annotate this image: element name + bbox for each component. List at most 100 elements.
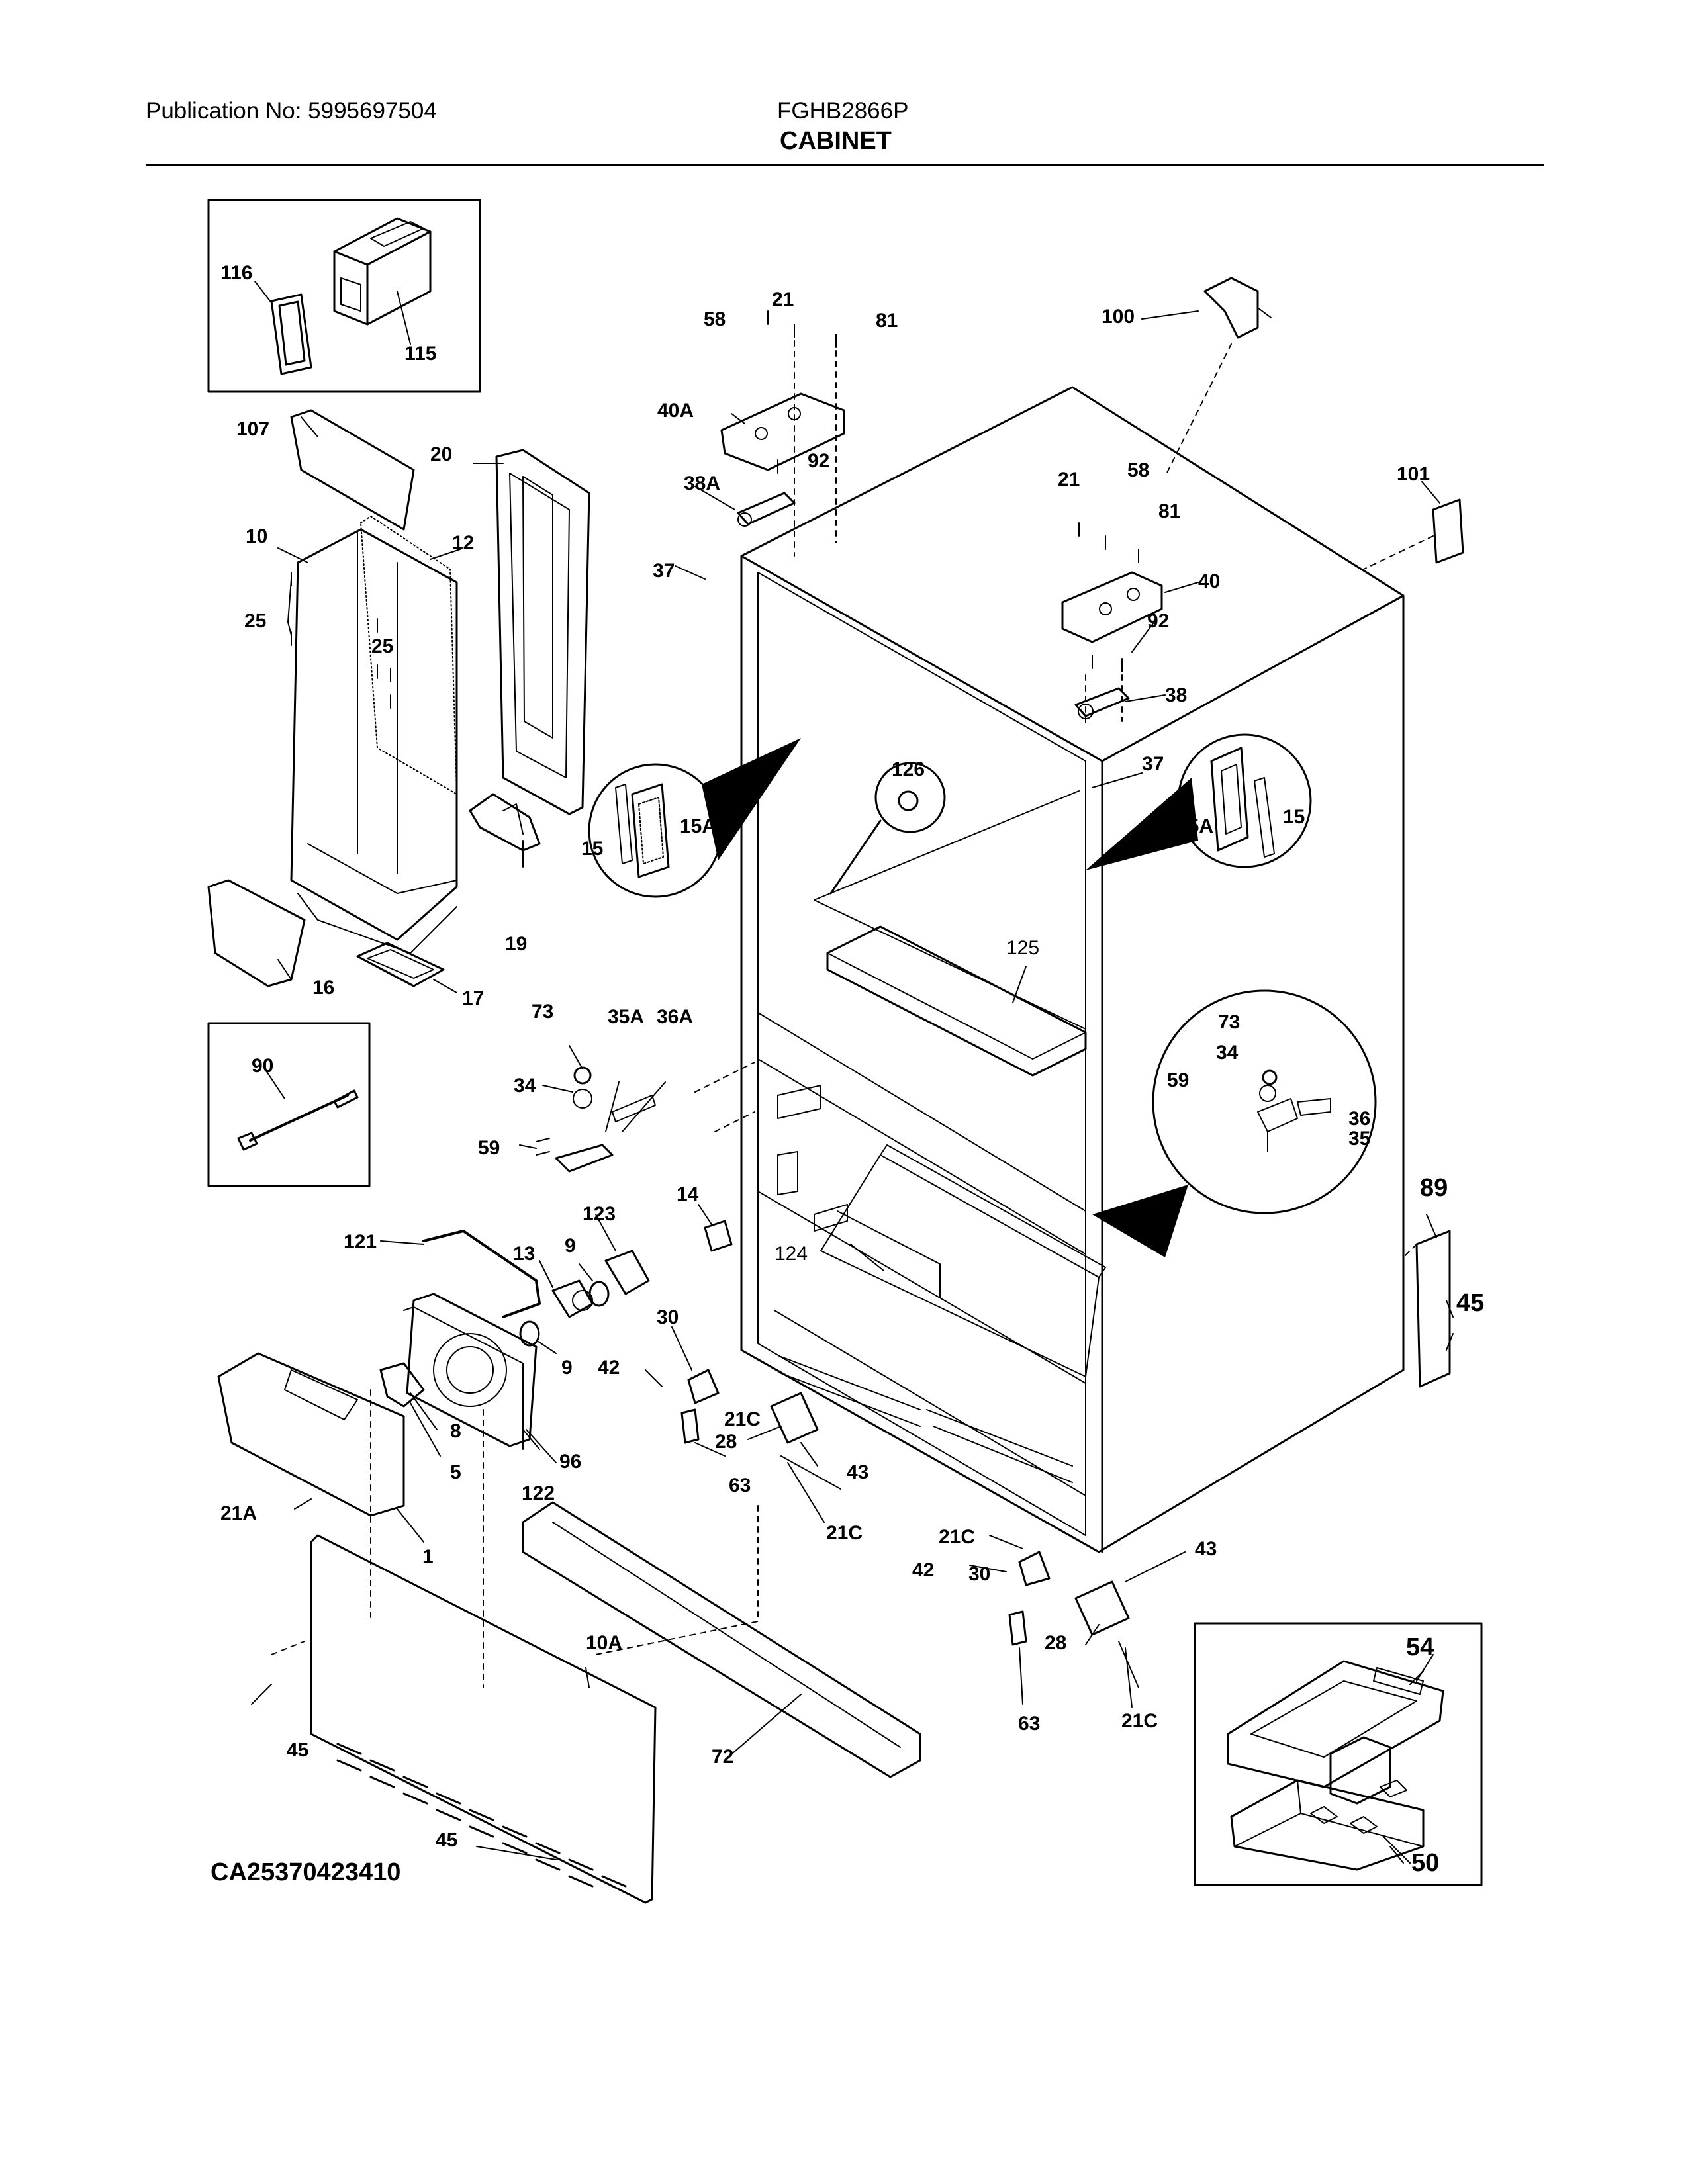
part-96-seal <box>403 1306 524 1450</box>
callout-19: 19 <box>505 933 528 955</box>
part-12-insulation <box>360 516 457 795</box>
callout-107: 107 <box>236 418 270 440</box>
callout-13: 13 <box>513 1243 536 1265</box>
callout-63-left: 63 <box>729 1475 751 1496</box>
mullion-brackets <box>777 1085 848 1232</box>
part-40-hinge-cover <box>1061 571 1163 643</box>
part-54-tray <box>1227 1660 1444 1788</box>
callout-122: 122 <box>522 1482 555 1504</box>
callout-30-left: 30 <box>657 1306 679 1328</box>
callout-42-right: 42 <box>912 1559 935 1581</box>
callout-123: 123 <box>583 1203 616 1225</box>
part-10-evaporator-cover <box>290 528 458 954</box>
callout-81-right: 81 <box>1158 500 1181 522</box>
screws-top <box>767 310 1139 672</box>
callout-20: 20 <box>430 443 453 465</box>
callout-10: 10 <box>246 525 268 547</box>
callout-21C-d: 21C <box>1121 1710 1158 1732</box>
callout-63-right: 63 <box>1018 1713 1041 1735</box>
callout-45-left: 45 <box>287 1739 309 1761</box>
part-14-bracket <box>704 1220 733 1252</box>
part-121-rod <box>422 1230 541 1318</box>
inset-box-50-54 <box>1194 1622 1483 1886</box>
callout-5: 5 <box>450 1461 461 1483</box>
callout-90: 90 <box>252 1055 274 1077</box>
callout-36: 36 <box>1348 1108 1371 1130</box>
callout-89: 89 <box>1420 1174 1448 1202</box>
callout-40A: 40A <box>657 400 694 422</box>
callout-42-left: 42 <box>598 1357 620 1379</box>
part-17-tray <box>356 942 445 987</box>
part-19-damper <box>469 793 541 852</box>
callout-28-right: 28 <box>1045 1632 1067 1654</box>
detail-circle-15-left <box>588 738 801 898</box>
callout-38A: 38A <box>684 473 721 494</box>
part-16-cover <box>207 879 306 987</box>
callout-8: 8 <box>450 1420 461 1442</box>
callout-leaders <box>251 310 1454 1864</box>
part-28-bottom-hinge-left <box>770 1392 819 1444</box>
detail-circle-15-right <box>1086 733 1312 870</box>
part-9-grommets <box>519 1281 610 1347</box>
callout-21C-a: 21C <box>724 1408 761 1430</box>
inset-box-90 <box>207 1022 371 1187</box>
part-20-air-duct <box>495 449 590 815</box>
callout-21-right: 21 <box>1058 469 1080 490</box>
callout-14: 14 <box>677 1183 699 1205</box>
callout-92-left: 92 <box>808 450 830 472</box>
callout-25-left: 25 <box>244 610 267 632</box>
inset-box-115-116 <box>207 199 481 393</box>
drawing-number: CA25370423410 <box>211 1858 401 1886</box>
part-1-condenser-bracket <box>217 1352 405 1517</box>
callout-34-left: 34 <box>514 1075 536 1097</box>
callout-100: 100 <box>1102 306 1135 328</box>
part-38-hinge <box>1074 687 1130 719</box>
callout-59-left: 59 <box>478 1137 500 1159</box>
callout-58-top-left: 58 <box>704 308 726 330</box>
callout-17: 17 <box>462 987 485 1009</box>
page-title: CABINET <box>780 127 892 155</box>
callout-116: 116 <box>220 262 253 284</box>
callout-15A-right: 15A <box>1177 815 1214 837</box>
callout-40: 40 <box>1198 570 1221 592</box>
callout-37-right: 37 <box>1142 753 1164 775</box>
callout-15-right: 15 <box>1283 806 1305 828</box>
callout-58-right: 58 <box>1127 459 1150 481</box>
part-63-leveler-right <box>1008 1610 1027 1646</box>
callout-37-left: 37 <box>653 560 675 582</box>
cabinet-shell <box>740 386 1405 1553</box>
callout-34-right: 34 <box>1216 1042 1239 1064</box>
callout-30-right: 30 <box>968 1563 991 1585</box>
part-125-shelf <box>826 925 1087 1077</box>
part-8-5-fan-blade <box>379 1362 425 1408</box>
callout-72: 72 <box>712 1746 734 1768</box>
part-10A-rear-cover <box>310 1534 657 1904</box>
callout-9-top: 9 <box>565 1235 576 1257</box>
callout-1: 1 <box>422 1546 434 1568</box>
callout-21A: 21A <box>220 1502 258 1524</box>
callout-59-right: 59 <box>1167 1069 1190 1091</box>
callout-124: 124 <box>774 1243 808 1265</box>
callout-96: 96 <box>559 1451 582 1473</box>
callout-73-left: 73 <box>532 1001 554 1023</box>
callout-35: 35 <box>1348 1128 1371 1150</box>
part-13-motor <box>551 1279 594 1318</box>
part-115-housing <box>333 217 432 345</box>
part-90-sensor <box>237 1068 359 1151</box>
callout-38: 38 <box>1165 684 1188 706</box>
callout-35A: 35A <box>608 1006 645 1028</box>
dashed-leaders <box>271 340 1434 1688</box>
callout-73-right: 73 <box>1218 1011 1241 1033</box>
callout-21-top-left: 21 <box>772 289 794 310</box>
part-124-crisper <box>820 1144 1106 1377</box>
part-30-bracket-left <box>687 1369 720 1404</box>
callout-15A-left: 15A <box>680 815 717 837</box>
callout-9-bottom: 9 <box>561 1357 573 1379</box>
callout-43-right: 43 <box>1195 1538 1217 1560</box>
part-28-bottom-hinge-right <box>1074 1580 1130 1636</box>
detail-circle-126 <box>829 762 946 895</box>
callout-15-left: 15 <box>581 838 604 860</box>
model-number: FGHB2866P <box>777 98 909 124</box>
part-101-bracket <box>1432 498 1464 564</box>
part-107-panel <box>290 409 415 531</box>
